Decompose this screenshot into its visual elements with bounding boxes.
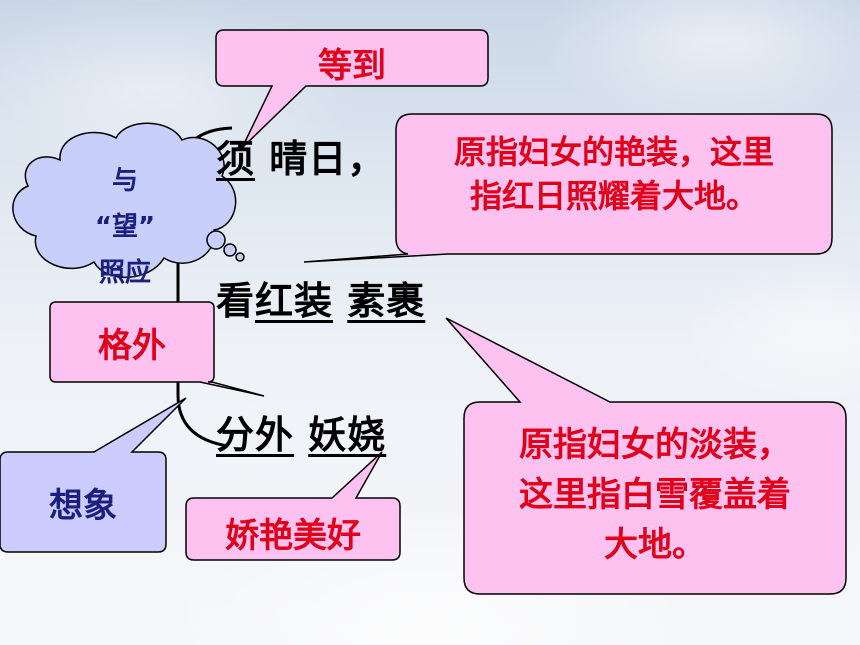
word-yaorao: 妖娆 bbox=[308, 413, 387, 457]
callout-wait-text: 等到 bbox=[318, 46, 386, 86]
callout-red-attire-text: 原指妇女的艳装，这里 指红日照耀着大地。 bbox=[396, 130, 832, 218]
callout-beautiful-text: 娇艳美好 bbox=[225, 516, 361, 556]
callout-especially-shape bbox=[49, 301, 265, 397]
thought-cloud bbox=[12, 122, 245, 278]
echo-line-3: 照应 bbox=[98, 258, 151, 288]
red-attire-line-2: 指红日照耀着大地。 bbox=[469, 177, 758, 215]
poem-line-1: 须 晴日， bbox=[216, 128, 386, 183]
poem-line-3: 分外 妖娆 bbox=[216, 404, 386, 459]
echo-line-1: 与 bbox=[111, 166, 138, 196]
word-xu: 须 bbox=[216, 137, 256, 181]
red-attire-line-1: 原指妇女的艳装，这里 bbox=[453, 133, 774, 171]
callout-imagine-text: 想象 bbox=[49, 486, 117, 526]
callout-plain-attire-shape bbox=[445, 317, 847, 595]
callout-echo-text: 与 “望” 照应 bbox=[60, 158, 190, 296]
plain-attire-line-2: 这里指白雪覆盖着 bbox=[519, 475, 791, 515]
word-suguo: 素裹 bbox=[347, 279, 426, 323]
plain-attire-line-3: 大地。 bbox=[604, 525, 706, 565]
callout-wait-shape bbox=[215, 29, 489, 149]
callout-especially-text: 格外 bbox=[98, 326, 166, 366]
word-kan: 看 bbox=[216, 279, 256, 323]
callout-imagine-shape bbox=[0, 397, 187, 553]
plain-attire-line-1: 原指妇女的淡装， bbox=[519, 425, 791, 465]
word-qingri: 晴日， bbox=[269, 137, 387, 181]
callout-red-attire-shape bbox=[303, 113, 833, 263]
word-hongzhuang: 红装 bbox=[255, 279, 334, 323]
echo-line-2: “望” bbox=[94, 212, 156, 242]
callout-plain-attire-text: 原指妇女的淡装， 这里指白雪覆盖着 大地。 bbox=[464, 420, 846, 570]
word-fenwai: 分外 bbox=[216, 413, 295, 457]
callout-beautiful-shape bbox=[185, 451, 401, 561]
poem-line-2: 看红装 素裹 bbox=[216, 270, 425, 325]
